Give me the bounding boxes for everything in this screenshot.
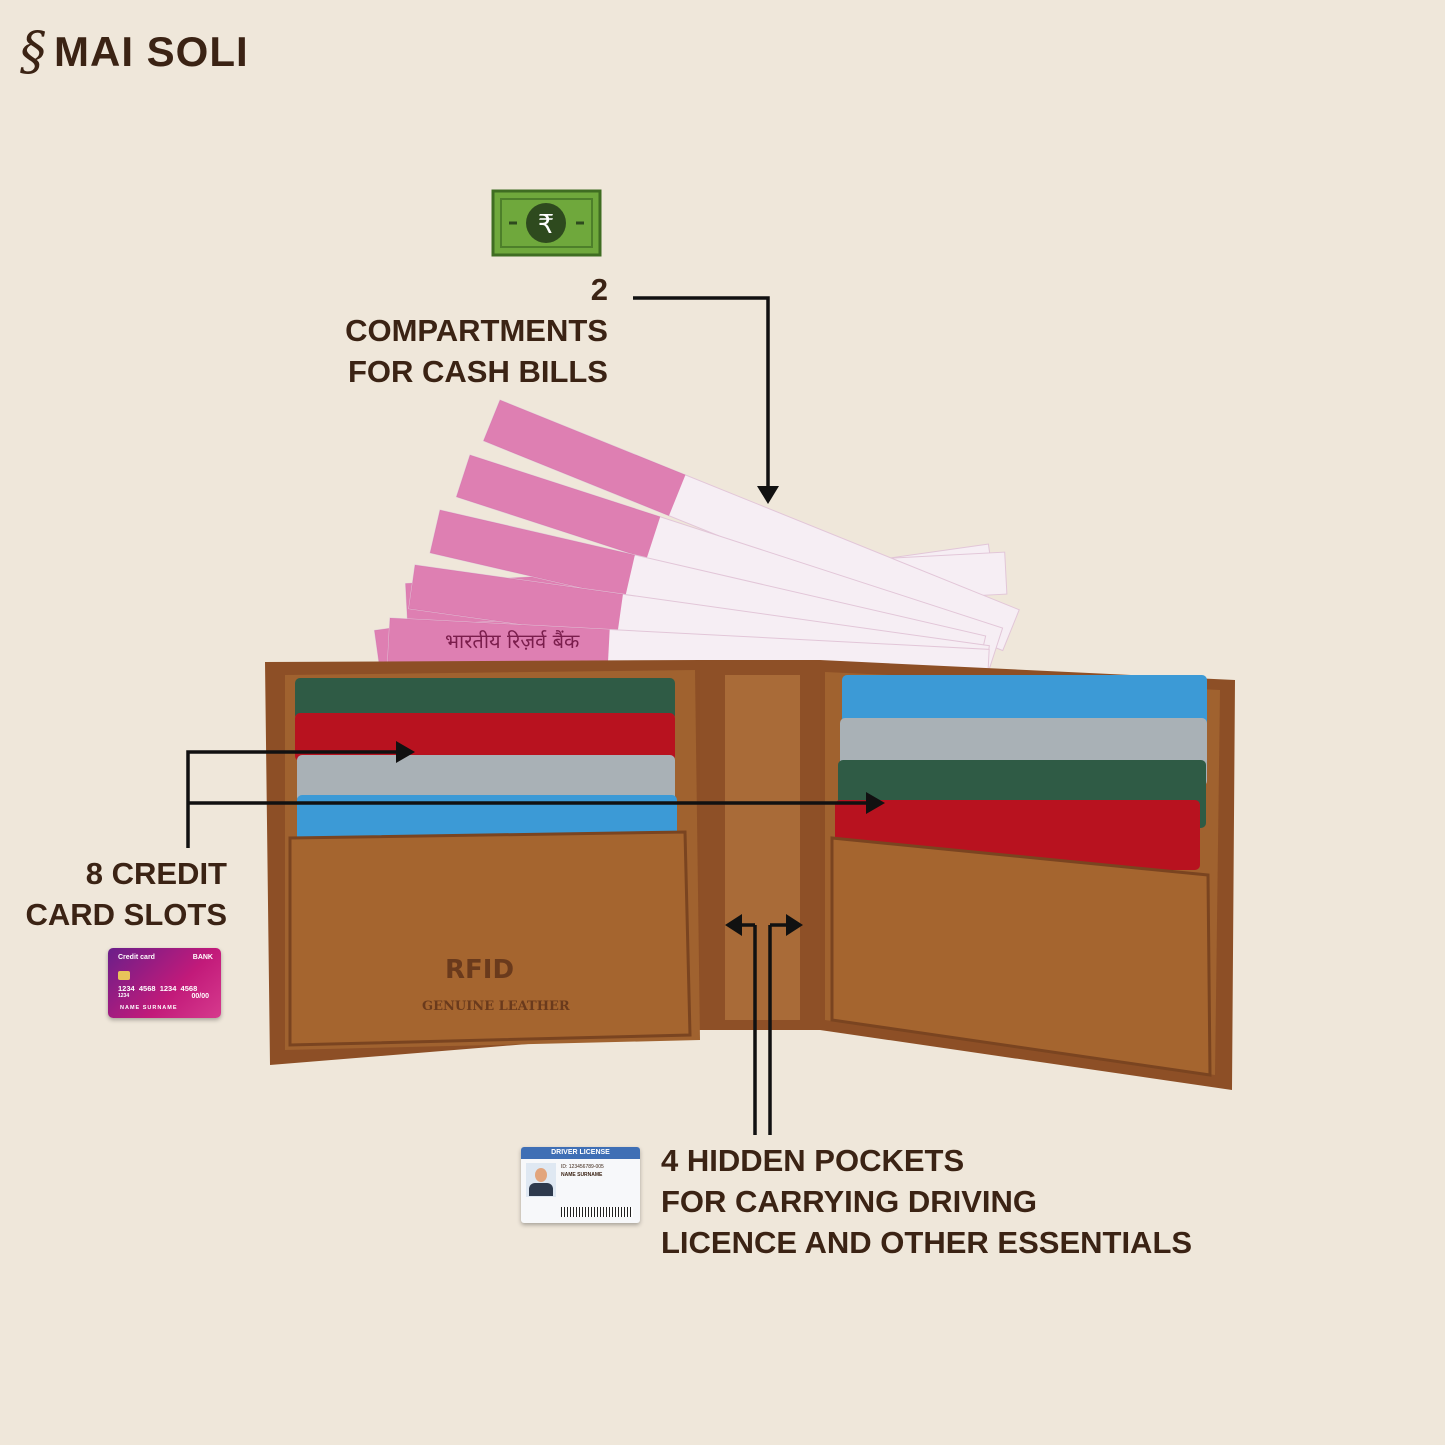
barcode-icon — [561, 1207, 633, 1217]
banknotes: भारतीय रिज़र्व बैंक — [373, 399, 1020, 698]
chip-icon — [118, 971, 130, 980]
brand-logo: § MAI SOLI — [20, 26, 249, 78]
callout-arrows — [186, 296, 870, 1135]
brand-name: MAI SOLI — [54, 28, 249, 75]
label-line: 8 CREDIT — [85, 856, 227, 891]
card-expiry: 00/00 — [191, 993, 209, 1000]
card-small-number: 1234 — [118, 993, 130, 999]
label-line: CARD SLOTS — [25, 897, 228, 932]
rupee-banknote-icon: ₹ — [491, 189, 602, 257]
rfid-emboss: RFID — [445, 955, 514, 985]
note-text: भारतीय रिज़र्व बैंक — [445, 629, 580, 653]
label-line: LICENCE AND OTHER ESSENTIALS — [661, 1225, 1193, 1260]
wallet: RFID GENUINE LEATHER — [265, 660, 1235, 1090]
card-bank: BANK — [192, 954, 213, 961]
genuine-leather-emboss: GENUINE LEATHER — [422, 999, 570, 1014]
credit-card-slots-label: 8 CREDIT CARD SLOTS — [20, 853, 228, 935]
mai-soli-swirl-logo-icon: § — [20, 22, 46, 82]
person-photo-icon — [526, 1163, 556, 1197]
credit-card-icon: Credit card BANK 1234 4568 1234 4568 123… — [108, 948, 221, 1018]
label-line: 2 COMPARTMENTS — [345, 272, 608, 348]
license-id: ID: 123456789-005 — [561, 1164, 604, 1170]
cash-compartments-label: 2 COMPARTMENTS FOR CASH BILLS — [328, 269, 608, 392]
arrowheads — [396, 486, 885, 936]
currency-symbol: ₹ — [538, 210, 555, 240]
label-line: 4 HIDDEN POCKETS — [661, 1143, 965, 1178]
card-title: Credit card — [118, 954, 155, 961]
card-name: NAME SURNAME — [120, 1005, 178, 1011]
card-number: 1234 4568 1234 4568 — [118, 984, 198, 993]
license-name: NAME SURNAME — [561, 1172, 603, 1178]
license-title: DRIVER LICENSE — [521, 1147, 640, 1159]
label-line: FOR CASH BILLS — [347, 354, 608, 389]
label-line: FOR CARRYING DRIVING — [661, 1184, 1038, 1219]
hidden-pockets-label: 4 HIDDEN POCKETS FOR CARRYING DRIVING LI… — [661, 1140, 1192, 1263]
driver-license-icon: DRIVER LICENSE ID: 123456789-005 NAME SU… — [521, 1147, 640, 1223]
